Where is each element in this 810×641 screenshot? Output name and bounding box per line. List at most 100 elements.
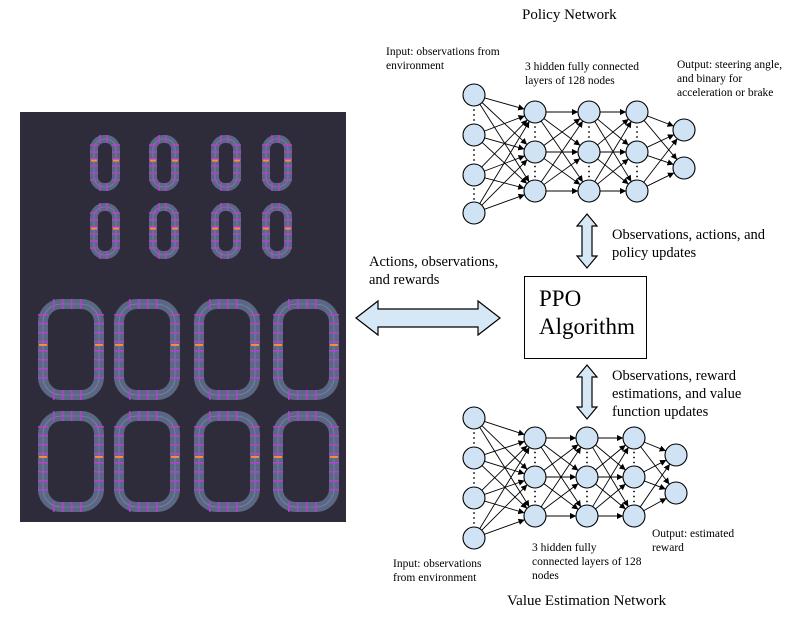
track-centerline: [42, 303, 100, 396]
policy-network-connection-arrow: [597, 158, 629, 185]
race-track: [211, 203, 241, 259]
policy-network-ellipsis-dot: [473, 114, 475, 116]
env-link-label: Actions, observations, and rewards: [369, 254, 499, 289]
policy-network-ellipsis-dot: [588, 165, 590, 168]
race-track: [114, 411, 180, 512]
policy-network-node: [625, 179, 649, 203]
value-network-ellipsis-dot: [473, 442, 475, 444]
policy-network-connection-arrow: [484, 97, 525, 111]
race-track: [273, 411, 339, 512]
race-track: [262, 203, 292, 259]
value-network-connection-arrow: [484, 500, 525, 515]
value-network-ellipsis-dot: [586, 500, 588, 503]
value-network-ellipsis-dot: [633, 451, 635, 454]
track-centerline: [265, 138, 289, 188]
value-network-connection-arrow: [481, 465, 528, 509]
value-network-node: [462, 526, 486, 550]
policy-network-ellipsis-dot: [636, 131, 638, 133]
race-tracks-grid: [38, 135, 339, 512]
value-network-ellipsis-dot: [473, 512, 475, 514]
policy-network-connection-arrow: [597, 118, 629, 146]
value-network-connection-arrow: [543, 483, 579, 510]
env-ppo-double-arrow: [355, 299, 501, 337]
value-network-connection-arrow: [640, 446, 670, 485]
value-network-ellipsis-dot: [534, 500, 536, 503]
policy-network-ellipsis-dot: [588, 175, 590, 178]
value-link-label: Observations, reward estimations, and va…: [612, 368, 742, 421]
track-centerline: [198, 415, 256, 508]
policy-network-connection-arrow: [484, 193, 525, 210]
policy-network-connection-arrow: [647, 115, 674, 127]
track-centerline: [277, 415, 335, 508]
value-network-connection-arrow: [592, 447, 629, 507]
value-hidden-label: 3 hidden fully connected layers of 128 n…: [532, 542, 642, 582]
value-network-ellipsis-dot: [633, 495, 635, 498]
policy-network-ellipsis-dot: [636, 170, 638, 173]
policy-network-ellipsis-dot: [473, 193, 475, 195]
value-network-connection-arrow: [484, 440, 525, 456]
value-network-ellipsis-dot: [473, 522, 475, 524]
value-input-label: Input: observations from environment: [393, 558, 482, 584]
policy-network-connection-arrow: [481, 159, 528, 206]
value-network-ellipsis-dot: [473, 437, 475, 439]
value-network-node: [622, 465, 646, 489]
value-network-connection-arrow: [481, 425, 528, 470]
policy-network-ellipsis-dot: [473, 149, 475, 151]
policy-network-connection-arrow: [479, 121, 530, 204]
race-track: [273, 299, 339, 400]
value-network-node: [523, 504, 547, 528]
track-centerline: [152, 206, 176, 256]
policy-network-ellipsis-dot: [473, 198, 475, 200]
ppo-algorithm-label: PPO Algorithm: [539, 286, 635, 339]
value-network-ellipsis-dot: [633, 461, 635, 464]
value-network-ellipsis-dot: [586, 451, 588, 454]
value-network-connection-arrow: [595, 444, 626, 471]
policy-network-connection-arrow: [543, 158, 581, 185]
value-network-ellipsis-dot: [633, 500, 635, 503]
track-centerline: [198, 303, 256, 396]
value-network-node: [575, 504, 599, 528]
value-network-node: [462, 406, 486, 430]
policy-network-connection-arrow: [479, 104, 530, 182]
value-network-ellipsis-dot: [633, 456, 635, 459]
policy-network-ellipsis-dot: [534, 175, 536, 178]
policy-network-node: [577, 100, 601, 124]
race-track: [90, 135, 120, 191]
value-network-connection-arrow: [643, 459, 667, 473]
policy-network-ellipsis-dot: [534, 126, 536, 128]
track-centerline: [42, 415, 100, 508]
value-network-ellipsis-dot: [633, 490, 635, 493]
policy-network-connection-arrow: [481, 119, 528, 168]
policy-network-connection-arrow: [646, 172, 675, 187]
policy-network-graph: [462, 83, 696, 225]
policy-network-ellipsis-dot: [534, 165, 536, 168]
ppo-value-double-arrow: [575, 364, 599, 420]
track-centerline: [277, 303, 335, 396]
value-network-ellipsis-dot: [586, 495, 588, 498]
policy-ppo-double-arrow: [575, 213, 599, 269]
policy-network-node: [462, 201, 486, 225]
ppo-algorithm-box: PPO Algorithm: [524, 276, 647, 359]
policy-network-ellipsis-dot: [534, 131, 536, 133]
track-centerline: [265, 206, 289, 256]
value-network-ellipsis-dot: [473, 477, 475, 479]
policy-network-ellipsis-dot: [534, 136, 536, 138]
value-network-node: [575, 465, 599, 489]
race-track: [194, 299, 260, 400]
policy-network-node: [672, 156, 696, 180]
policy-network-connection-arrow: [647, 155, 674, 166]
policy-network-title: Policy Network: [522, 7, 617, 23]
value-network-connection-arrow: [484, 518, 525, 535]
track-centerline: [118, 303, 176, 396]
race-track: [194, 411, 260, 512]
value-network-connection-arrow: [484, 460, 525, 475]
policy-network-connection-arrow: [643, 138, 678, 183]
policy-network-node: [462, 83, 486, 107]
value-network-ellipsis-dot: [534, 490, 536, 493]
policy-output-label: Output: steering angle, and binary for a…: [677, 59, 783, 99]
race-track: [262, 135, 292, 191]
value-network-node: [622, 504, 646, 528]
policy-network-connection-arrow: [543, 118, 581, 146]
value-network-node: [462, 446, 486, 470]
